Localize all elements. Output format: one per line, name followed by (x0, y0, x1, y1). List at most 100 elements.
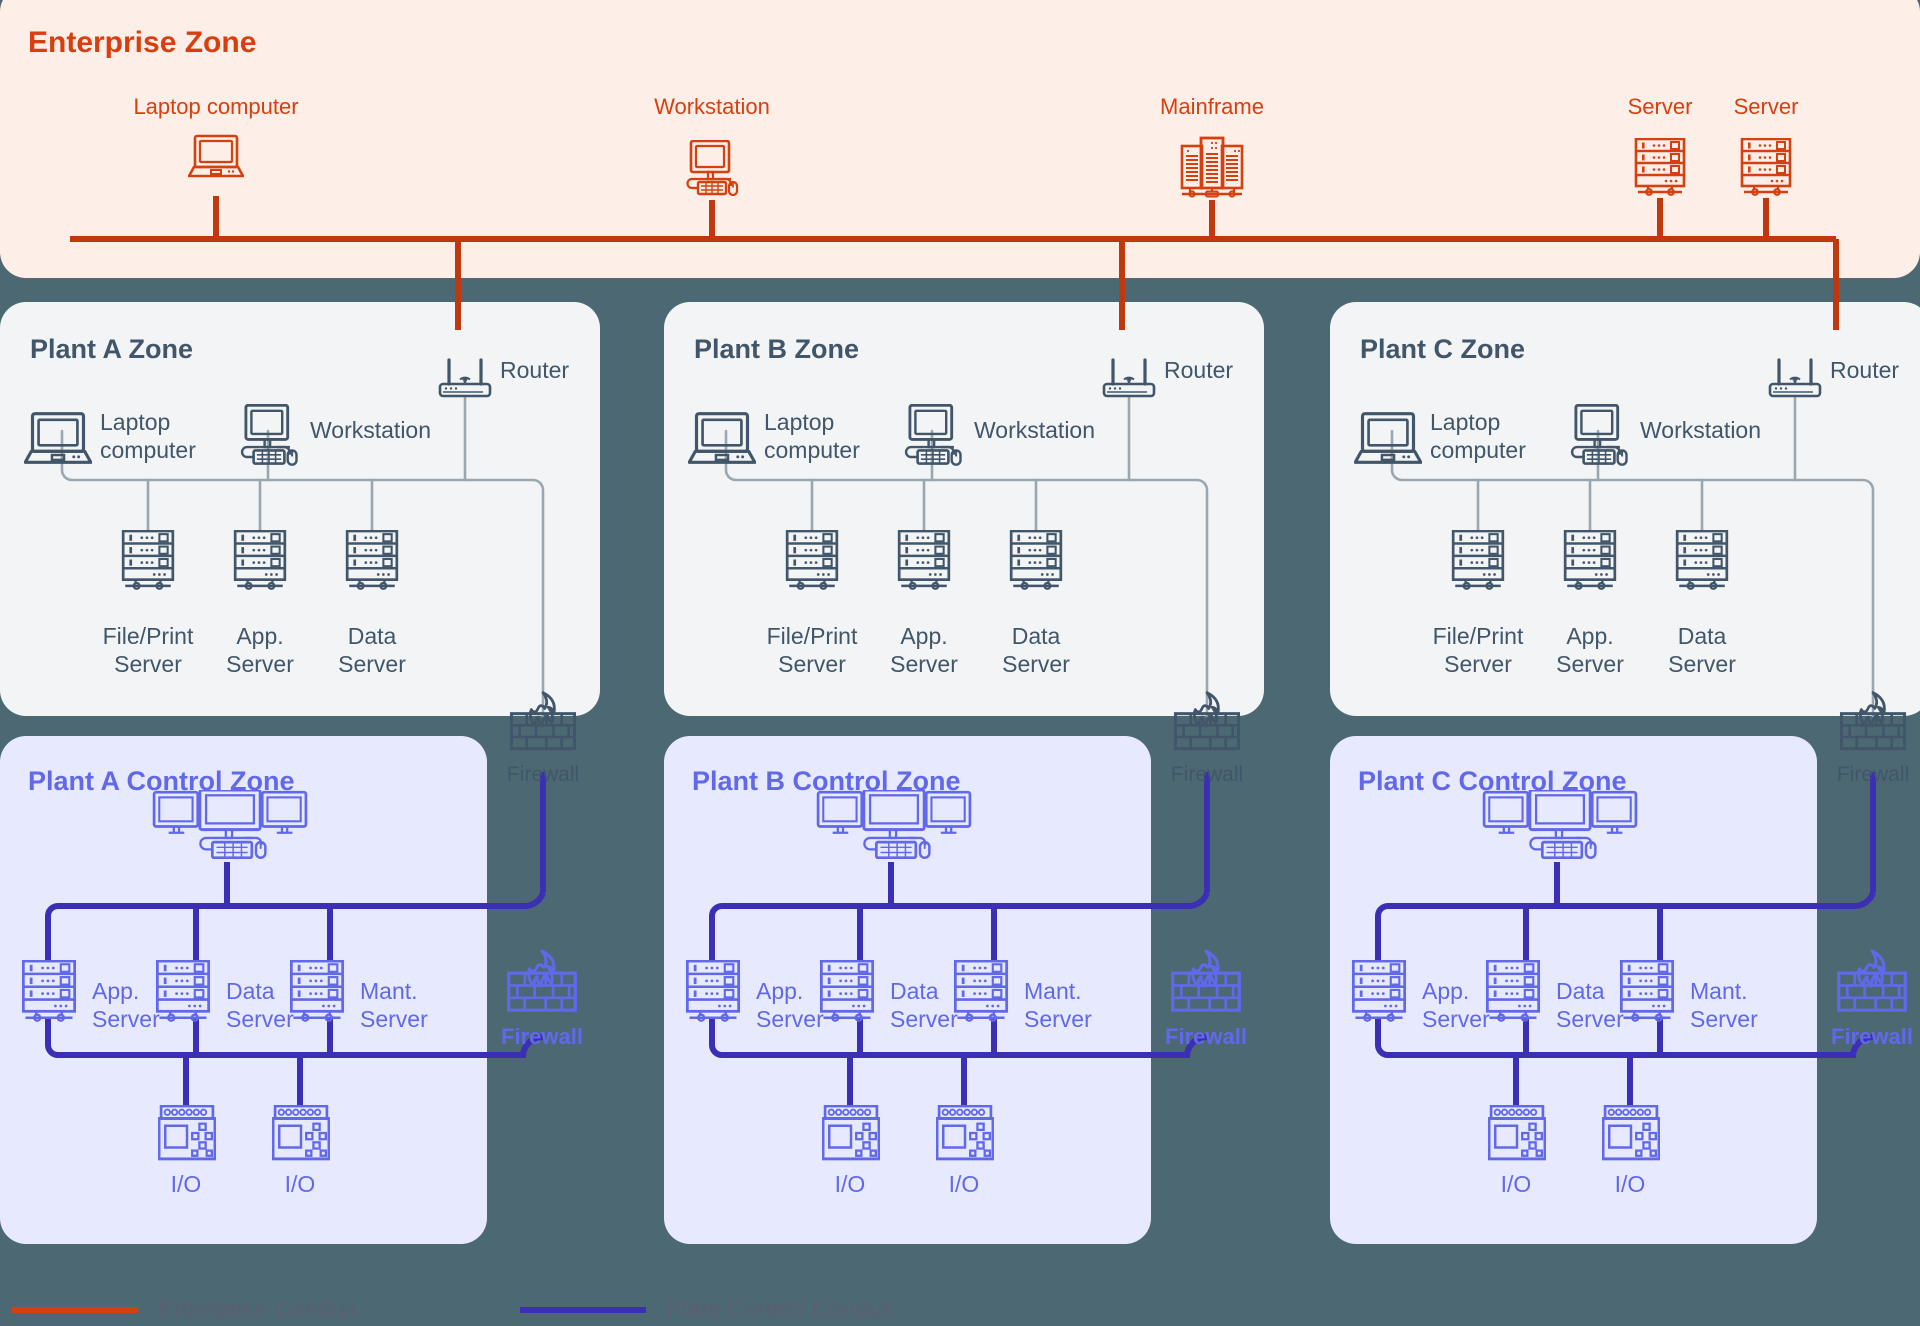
legend-label-enterprise: Enterprise Conduit (158, 1296, 357, 1323)
ctrl-a-server-3-label-1: Mant. (360, 978, 418, 1004)
plant-b-laptop-label-2: computer (764, 437, 860, 463)
plant-b-workstation-label: Workstation (974, 417, 1095, 443)
ctrl-c-firewall-icon (1837, 949, 1907, 1012)
plant-a-hmi-console-icon (152, 790, 308, 860)
plant-c-server-3-icon (1675, 530, 1729, 590)
ctrl-c-upper-bus (1375, 891, 1876, 930)
plant-b-zone-title: Plant B Zone (694, 334, 859, 364)
plant-b-workstation-icon (904, 404, 962, 466)
plant-a-zone-title: Plant A Zone (30, 334, 193, 364)
plant-a-laptop-label-2: computer (100, 437, 196, 463)
ctrl-a-io-2-icon (272, 1105, 330, 1161)
ctrl-a-io-1-icon (158, 1105, 216, 1161)
ctrl-a-io-1-label: I/O (171, 1171, 202, 1197)
ctrl-b-server-3-label-2: Server (1024, 1006, 1092, 1032)
plant-a-firewall-icon (509, 691, 577, 751)
ctrl-c-lower-bus (1375, 1018, 1874, 1058)
plant-c-server-3-label-1: Data (1678, 623, 1727, 649)
plant-c-laptop-label-2: computer (1430, 437, 1526, 463)
ctrl-a-server-1-icon (21, 960, 77, 1022)
plant-a-server-3-icon (345, 530, 399, 590)
enterprise-mainframe-label: Mainframe (1160, 94, 1264, 119)
ctrl-a-server-1-label-1: App. (92, 978, 139, 1004)
plant-b-server-1-label-2: Server (778, 651, 846, 677)
plant-b-router-icon (1102, 358, 1156, 398)
ctrl-c-firewall-label: Firewall (1831, 1024, 1913, 1049)
ctrl-a-server-2-label-2: Server (226, 1006, 294, 1032)
ctrl-c-server-2-label-1: Data (1556, 978, 1605, 1004)
plant-b-laptop-label-1: Laptop (764, 409, 834, 435)
ctrl-a-firewall-icon (507, 949, 577, 1012)
plant-c-server-1-icon (1451, 530, 1505, 590)
plant-c-laptop-label-1: Laptop (1430, 409, 1500, 435)
plant-c-workstation-label: Workstation (1640, 417, 1761, 443)
enterprise-workstation-label: Workstation (654, 94, 770, 119)
plant-c-server-1-label-2: Server (1444, 651, 1512, 677)
plant-a-laptop-label-1: Laptop (100, 409, 170, 435)
plant-c-workstation-icon (1570, 404, 1628, 466)
ctrl-c-io-2-icon (1602, 1105, 1660, 1161)
plant-b-hmi-console-icon (816, 790, 972, 860)
plant-b-server-2-label-2: Server (890, 651, 958, 677)
ctrl-b-server-3-label-1: Mant. (1024, 978, 1082, 1004)
plant-a-server-2-icon (233, 530, 287, 590)
plant-a-server-3-label-1: Data (348, 623, 397, 649)
plant-a-workstation-label: Workstation (310, 417, 431, 443)
plant-b-laptop-icon (688, 412, 756, 464)
plant-a-workstation-icon (240, 404, 298, 466)
enterprise-server-2-label: Server (1734, 94, 1799, 119)
plant-c-server-3-label-2: Server (1668, 651, 1736, 677)
ctrl-b-firewall-label: Firewall (1165, 1024, 1247, 1049)
plant-c-zone-title: Plant C Zone (1360, 334, 1525, 364)
plant-c-control-zone-panel (1330, 736, 1817, 1244)
ctrl-b-io-2-icon (936, 1105, 994, 1161)
ctrl-c-io-1-label: I/O (1501, 1171, 1532, 1197)
enterprise-server-1-label: Server (1628, 94, 1693, 119)
plant-a-router-label: Router (500, 357, 569, 383)
plant-c-server-2-label-2: Server (1556, 651, 1624, 677)
ctrl-c-server-3-label-2: Server (1690, 1006, 1758, 1032)
ctrl-b-io-1-label: I/O (835, 1171, 866, 1197)
plant-b-server-3-label-2: Server (1002, 651, 1070, 677)
plant-c-hmi-console-icon (1482, 790, 1638, 860)
legend: Enterprise Conduit Plant Control Conduit (12, 1296, 894, 1323)
plant-a-laptop-icon (24, 412, 92, 464)
plant-b-control-zone-panel (664, 736, 1151, 1244)
ctrl-c-server-2-label-2: Server (1556, 1006, 1624, 1032)
plant-b-server-3-icon (1009, 530, 1063, 590)
ctrl-b-io-2-label: I/O (949, 1171, 980, 1197)
ctrl-b-server-3-icon (953, 960, 1009, 1022)
plant-c-router-icon (1768, 358, 1822, 398)
plant-a-server-2-label-1: App. (236, 623, 283, 649)
ctrl-a-server-2-label-1: Data (226, 978, 275, 1004)
enterprise-laptop-label: Laptop computer (133, 94, 298, 119)
ctrl-b-lower-bus (709, 1018, 1208, 1058)
ctrl-b-server-2-label-1: Data (890, 978, 939, 1004)
plant-a-router-icon (438, 358, 492, 398)
plant-c-server-1-label-1: File/Print (1433, 623, 1524, 649)
plant-c-firewall-label: Firewall (1837, 763, 1909, 786)
plant-c-router-label: Router (1830, 357, 1899, 383)
enterprise-workstation-icon (686, 140, 739, 196)
plant-b-firewall-icon (1173, 691, 1241, 751)
ctrl-c-io-2-label: I/O (1615, 1171, 1646, 1197)
plant-c-firewall-icon (1839, 691, 1907, 751)
ctrl-b-io-1-icon (822, 1105, 880, 1161)
plant-a-server-1-label-1: File/Print (103, 623, 194, 649)
ctrl-b-server-2-label-2: Server (890, 1006, 958, 1032)
ctrl-a-lower-bus (45, 1018, 544, 1058)
legend-label-control: Plant Control Conduit (666, 1296, 894, 1323)
ctrl-a-firewall-label: Firewall (501, 1024, 583, 1049)
plant-b-server-3-label-1: Data (1012, 623, 1061, 649)
plant-b-server-2-label-1: App. (900, 623, 947, 649)
plant-c-laptop-icon (1354, 412, 1422, 464)
enterprise-server-2-icon (1740, 138, 1792, 196)
ctrl-a-server-1-label-2: Server (92, 1006, 160, 1032)
plant-c-server-2-icon (1563, 530, 1617, 590)
plant-b-server-1-label-1: File/Print (767, 623, 858, 649)
plant-a-server-1-label-2: Server (114, 651, 182, 677)
ctrl-b-firewall-icon (1171, 949, 1241, 1012)
